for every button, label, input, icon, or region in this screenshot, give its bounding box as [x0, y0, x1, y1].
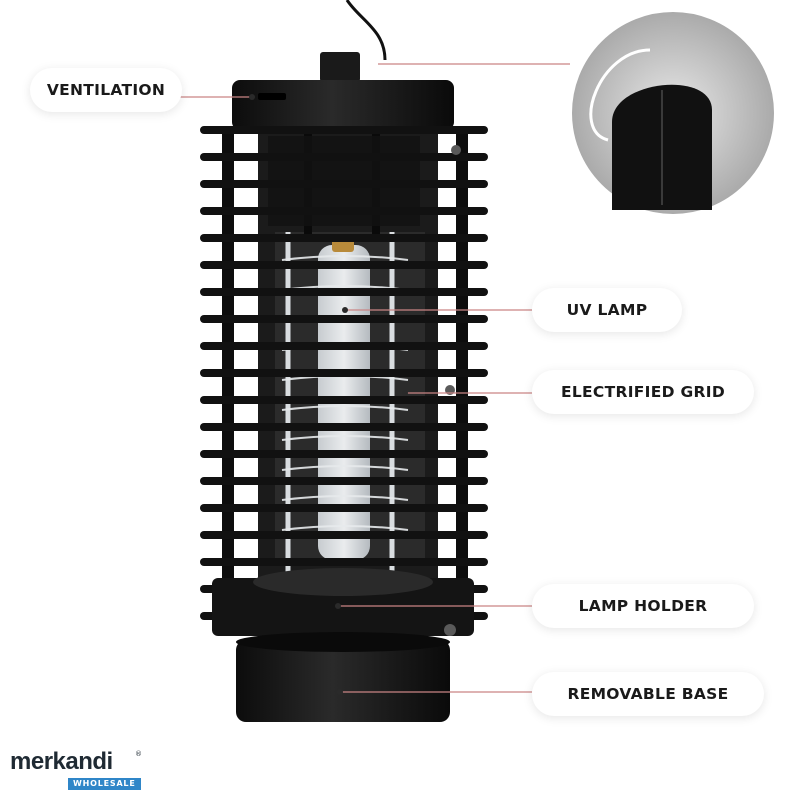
label-removable-base: REMOVABLE BASE: [532, 672, 764, 716]
top-hook: [320, 52, 360, 82]
label-ventilation: VENTILATION: [30, 68, 182, 112]
pointer-lines: [180, 63, 570, 693]
top-housing: [268, 136, 420, 226]
cage-post-right: [456, 130, 468, 630]
top-cap: [232, 80, 454, 130]
lamp-holder-plate: [212, 578, 474, 636]
base-rim: [236, 632, 450, 652]
removable-base: [236, 640, 450, 722]
pointer-dots: [249, 94, 408, 695]
lamp-holder-rim: [253, 568, 433, 596]
logo-name: merkandi: [10, 748, 113, 775]
label-electrified-grid: ELECTRIFIED GRID: [532, 370, 754, 414]
cage-post-left: [222, 130, 234, 630]
screw: [444, 624, 456, 636]
power-cord: [345, 0, 387, 61]
merkandi-logo: merkandi ® WHOLESALE: [10, 748, 142, 796]
zoom-detail: [568, 8, 778, 218]
screw: [451, 145, 461, 155]
logo-tagline: WHOLESALE: [68, 778, 141, 790]
label-uv-lamp: UV LAMP: [532, 288, 682, 332]
vent-slot: [258, 93, 286, 100]
label-lamp-holder: LAMP HOLDER: [532, 584, 754, 628]
registered-mark: ®: [135, 750, 142, 758]
